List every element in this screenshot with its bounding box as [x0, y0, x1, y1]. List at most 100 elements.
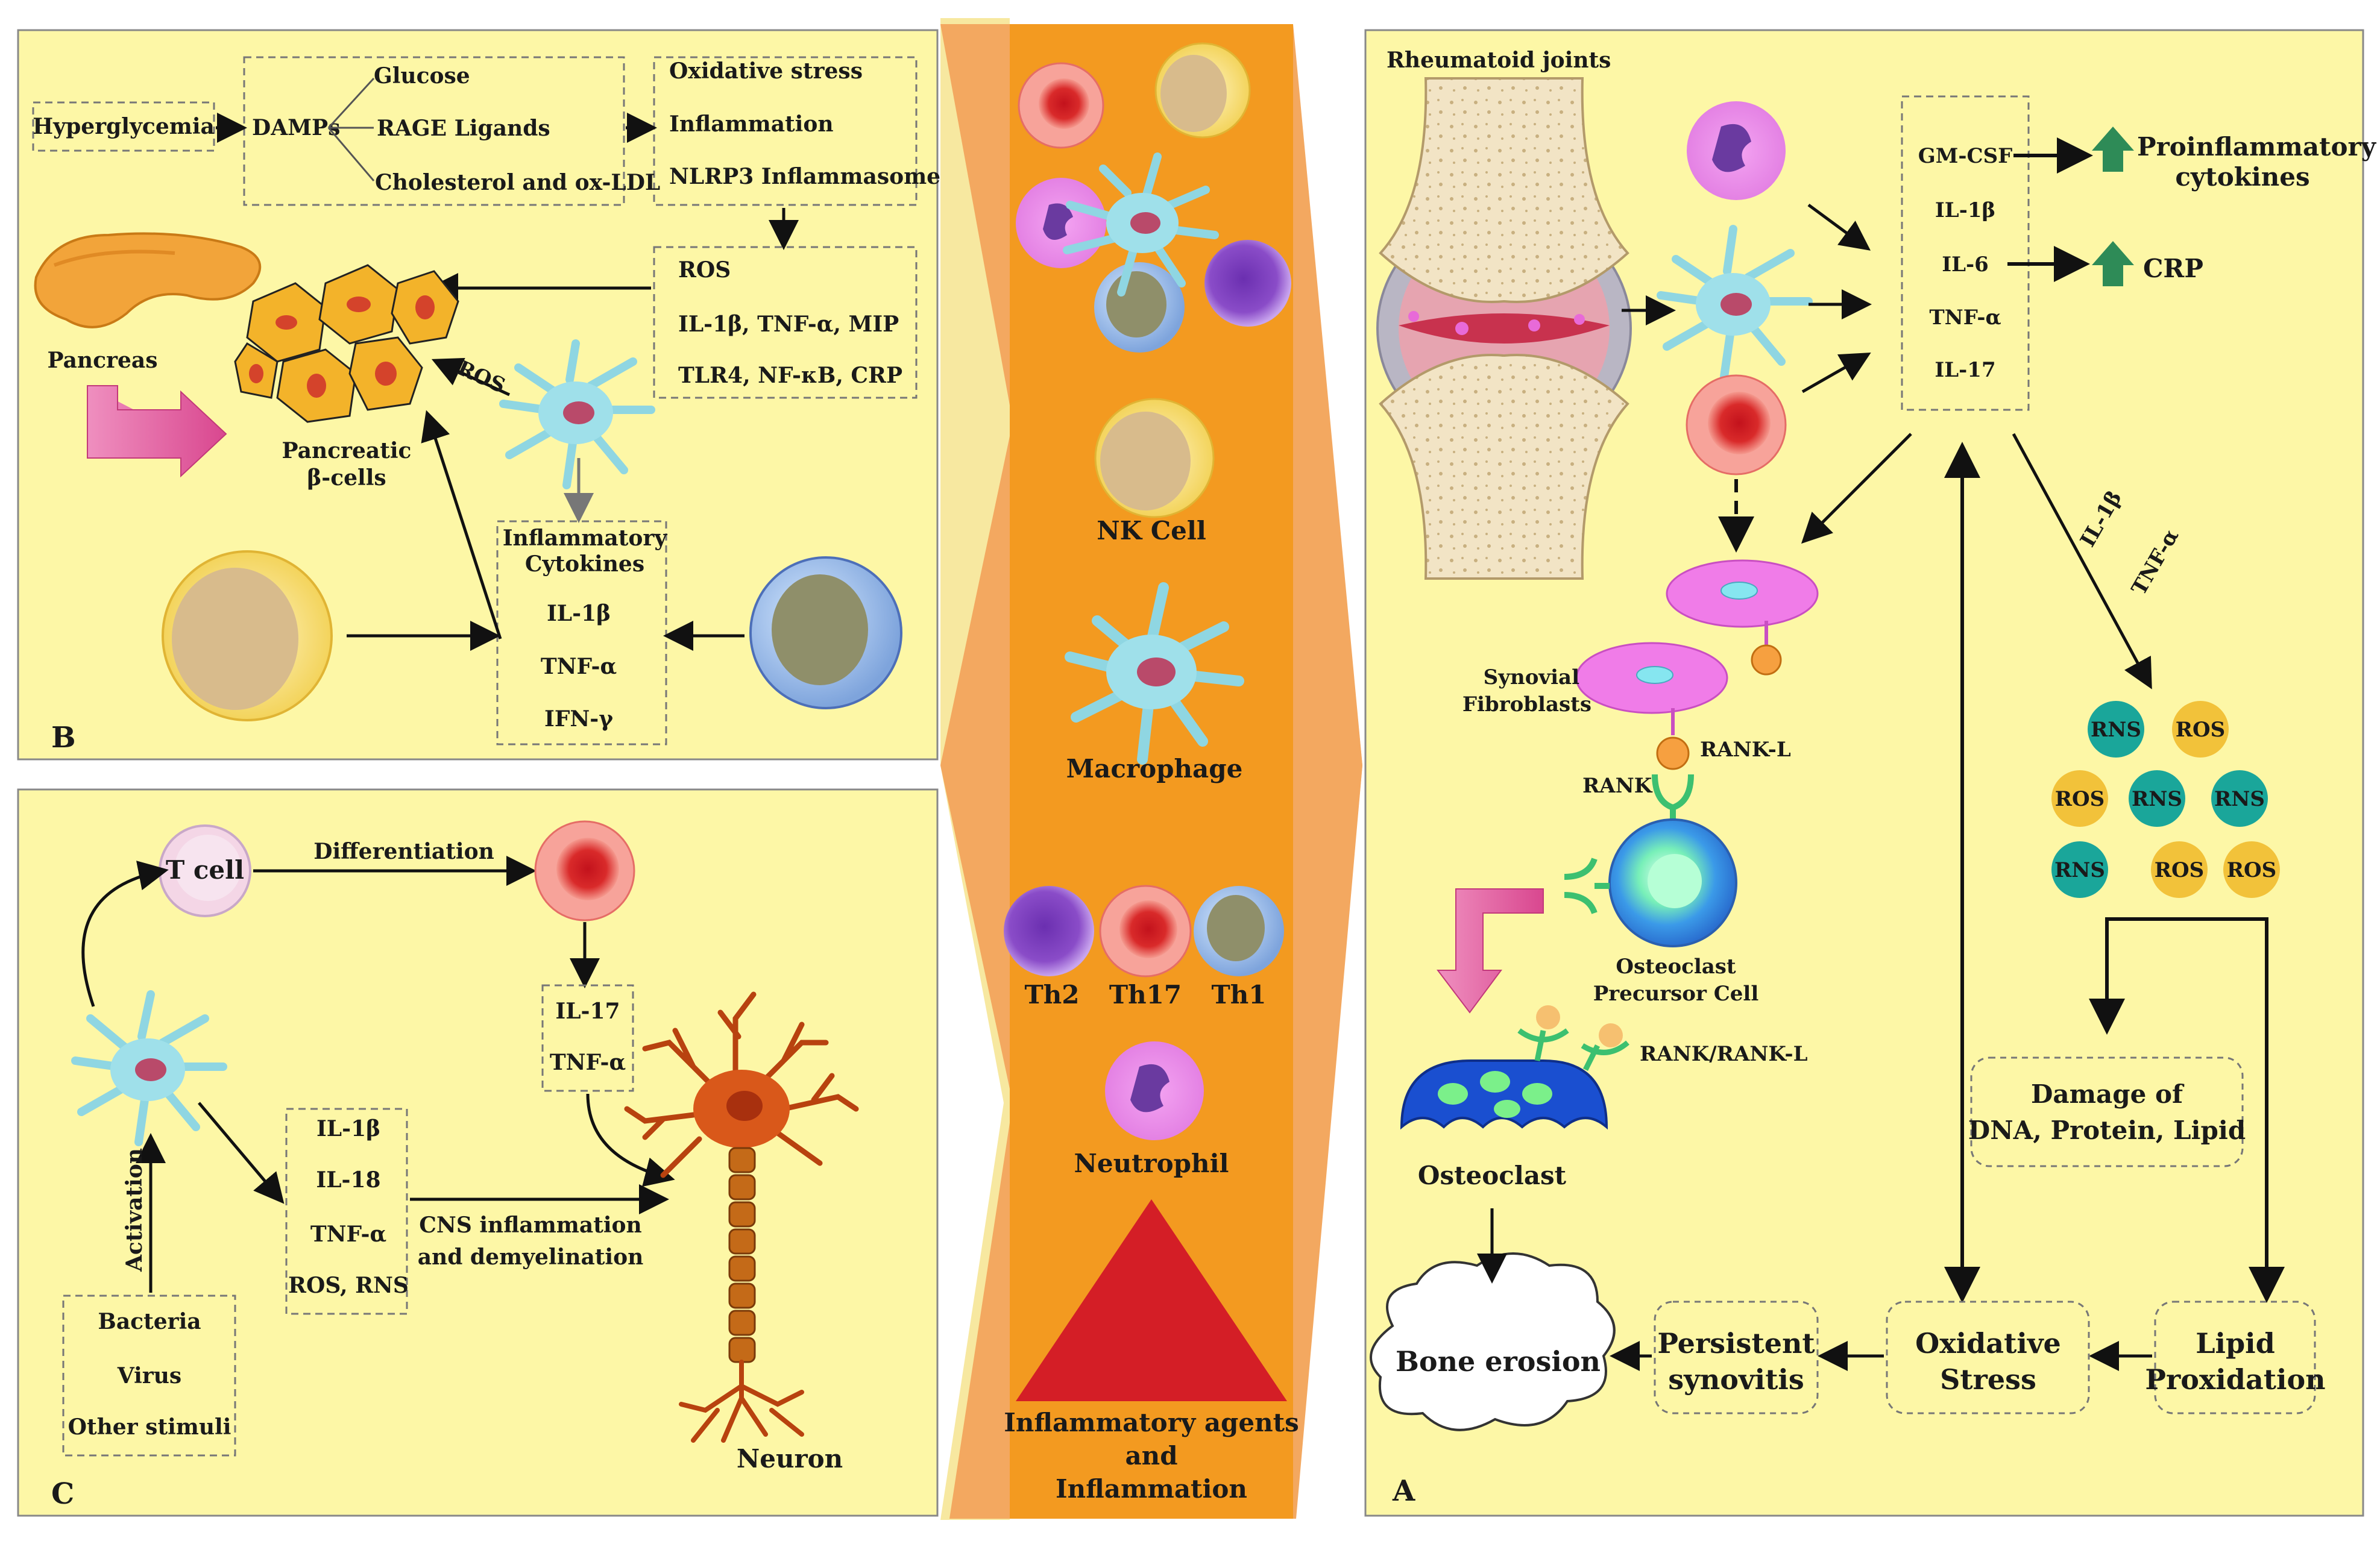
- panel-c: [17, 788, 939, 1517]
- rns-2: RNS: [2132, 787, 2182, 811]
- inflammation-triangle: [1016, 1199, 1287, 1401]
- osteoclast-graphic: [1400, 1005, 1629, 1130]
- box-c-cytokines: [285, 1108, 408, 1315]
- rns-1: RNS: [2091, 718, 2141, 742]
- loop-arrow: [81, 861, 169, 1007]
- th1-label: Th1: [1211, 980, 1266, 1009]
- rns-ros-cluster: [2051, 701, 2280, 898]
- cyto-il1b: IL-1β: [547, 601, 611, 626]
- box-a-cytokines: [1901, 95, 2030, 411]
- joint-graphic: [1376, 77, 1632, 580]
- a-gmcsf: GM-CSF: [1918, 144, 2013, 168]
- box-oxidative-stress: [1886, 1301, 2090, 1414]
- rankl-label: RANK-L: [1700, 738, 1791, 762]
- ox-stress-label: Oxidative stress: [669, 58, 863, 84]
- a-il1b: IL-1β: [1935, 198, 1995, 222]
- rank-label: RANK: [1582, 774, 1653, 798]
- cyto-label2: Cytokines: [525, 551, 644, 577]
- synovial-label2: Fibroblasts: [1462, 692, 1591, 717]
- panel-c-letter: C: [51, 1477, 74, 1511]
- osteoclast-pink-arrow: [1436, 888, 1544, 1014]
- rns-4: RNS: [2054, 858, 2105, 882]
- box-lipid: [2154, 1301, 2316, 1414]
- agents-line2: and: [1125, 1441, 1177, 1470]
- up-arrow-crp: [2092, 241, 2134, 286]
- c-ros-rns: ROS, RNS: [288, 1273, 409, 1298]
- synovial-label1: Synovial: [1484, 665, 1579, 689]
- osteoclast-precursor: [1564, 818, 1737, 947]
- cns-label1: CNS inflammation: [419, 1213, 641, 1238]
- nk-cell-label: NK Cell: [1097, 516, 1206, 545]
- box-hyperglycemia: [32, 101, 215, 152]
- oxs-label1: Oxidative: [1915, 1327, 2061, 1360]
- syno-label2: synovitis: [1668, 1363, 1804, 1396]
- joints-label: Rheumatoid joints: [1387, 48, 1611, 73]
- agents-line1: Inflammatory agents: [1004, 1408, 1299, 1437]
- hyperglycemia-label: Hyperglycemia: [33, 114, 215, 139]
- damage-label2: DNA, Protein, Lipid: [1968, 1116, 2246, 1145]
- neutrophil-graphic: [1105, 1041, 1204, 1140]
- beta-cells-label2: β-cells: [307, 465, 386, 491]
- bone-erosion-cloud: [1370, 1252, 1616, 1431]
- ros-2: ROS: [2055, 787, 2105, 811]
- damage-label1: Damage of: [2031, 1079, 2185, 1109]
- rage-label: RAGE Ligands: [377, 116, 550, 141]
- neuron-label: Neuron: [737, 1444, 843, 1474]
- panel-a-letter: A: [1392, 1474, 1415, 1508]
- th-cells: [1004, 885, 1284, 978]
- th17-c: [534, 820, 635, 921]
- macrophage-c-graphic: [71, 990, 227, 1146]
- macrophage-label: Macrophage: [1066, 754, 1243, 783]
- panel-b-letter: B: [51, 721, 76, 755]
- damps-branches: [327, 77, 375, 181]
- c-il1b: IL-1β: [316, 1116, 380, 1141]
- cyto-label1: Inflammatory: [503, 526, 668, 551]
- agents-line3: Inflammation: [1056, 1474, 1247, 1504]
- virus-label: Virus: [117, 1363, 181, 1389]
- macrophage-b-graphic: [499, 339, 655, 489]
- tcell-label: T cell: [166, 855, 244, 885]
- cyto-tnfa: TNF-α: [541, 654, 617, 679]
- nlrp3-label: NLRP3 Inflammasome: [669, 164, 940, 189]
- oxs-label2: Stress: [1940, 1363, 2036, 1396]
- ros-label: ROS: [678, 257, 731, 283]
- center-cells: [1016, 42, 1291, 353]
- box-stimuli: [62, 1295, 236, 1457]
- a-il6: IL-6: [1942, 253, 1989, 277]
- pancreas-graphic: [34, 232, 262, 328]
- th17-label: Th17: [1109, 980, 1182, 1009]
- cns-label2: and demyelination: [418, 1244, 644, 1270]
- nk-cell-graphic: [1094, 398, 1215, 518]
- other-label: Other stimuli: [68, 1414, 231, 1440]
- rank-rankl-label: RANK/RANK-L: [1640, 1042, 1808, 1066]
- box-il17: [541, 984, 634, 1092]
- box-damage: [1970, 1056, 2244, 1167]
- c-il18: IL-18: [316, 1167, 380, 1193]
- differentiation-label: Differentiation: [313, 839, 494, 864]
- glucose-label: Glucose: [374, 63, 470, 89]
- synovial-fibroblast-2: [1575, 642, 1728, 770]
- activation-label: Activation: [122, 1148, 147, 1272]
- ros-3: ROS: [2155, 858, 2204, 882]
- up-arrow-proinf: [2092, 127, 2134, 172]
- ros-1: ROS: [2176, 718, 2225, 742]
- synovial-fibroblast-1: [1666, 559, 1819, 676]
- th17-a: [1686, 374, 1787, 475]
- a-tnfa: TNF-α: [1929, 306, 2001, 330]
- ocp-label1: Osteoclast: [1616, 955, 1736, 979]
- osteoclast-label: Osteoclast: [1418, 1161, 1567, 1190]
- beta-cells-graphic: [234, 264, 459, 423]
- inflammation-label: Inflammation: [669, 111, 834, 137]
- cholesterol-label: Cholesterol and ox-LDL: [375, 170, 660, 195]
- lipid-label2: Proxidation: [2145, 1363, 2325, 1396]
- lipid-label1: Lipid: [2196, 1327, 2275, 1360]
- c-il17: IL-17: [555, 999, 620, 1024]
- center-macrophage-small: [1063, 152, 1219, 297]
- neuron-graphic: [624, 991, 859, 1443]
- rns-3: RNS: [2214, 787, 2265, 811]
- neutrophil-label: Neutrophil: [1074, 1149, 1229, 1178]
- proinf-label1: Proinflammatory: [2137, 132, 2377, 162]
- bacteria-label: Bacteria: [98, 1309, 201, 1334]
- c-tnfa2: TNF-α: [310, 1222, 386, 1247]
